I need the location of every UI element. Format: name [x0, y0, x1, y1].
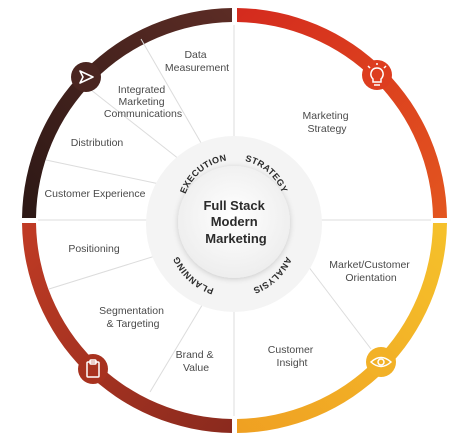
- item-distribution: Distribution: [71, 137, 124, 149]
- center-title-line: Full Stack: [203, 198, 265, 213]
- analysis-ring-segment: [237, 223, 447, 433]
- item-positioning: Positioning: [68, 243, 120, 255]
- item-customer-experience: Customer Experience: [45, 188, 146, 200]
- center-title-line: Modern: [211, 214, 258, 229]
- planning-ring-segment: [22, 223, 232, 433]
- item-brand-value: Brand & Value: [176, 349, 217, 374]
- eye-icon-badge: [366, 347, 396, 377]
- send-icon-badge: [71, 62, 101, 92]
- lightbulb-icon-badge: [362, 60, 392, 90]
- clipboard-icon: [86, 359, 100, 378]
- strategy-ring-segment: [237, 8, 447, 218]
- item-integrated-marketing: Integrated Marketing Communications: [104, 84, 182, 120]
- item-market-customer-orientation: Market/Customer Orientation: [329, 259, 412, 284]
- center-title-line: Marketing: [205, 231, 266, 246]
- send-icon: [79, 70, 94, 84]
- execution-ring-segment: [22, 8, 232, 218]
- outer-ring: [22, 8, 447, 433]
- clipboard-icon-badge: [78, 354, 108, 384]
- item-marketing-strategy: Marketing Strategy: [302, 110, 351, 135]
- item-segmentation-targeting: Segmentation & Targeting: [99, 305, 167, 330]
- eye-icon: [369, 356, 393, 368]
- item-customer-insight: Customer Insight: [268, 344, 316, 369]
- lightbulb-icon: [367, 63, 387, 86]
- item-data-measurement: Data Measurement: [165, 49, 229, 74]
- center-title: Full Stack Modern Marketing: [203, 198, 268, 246]
- center-disc: [178, 166, 290, 278]
